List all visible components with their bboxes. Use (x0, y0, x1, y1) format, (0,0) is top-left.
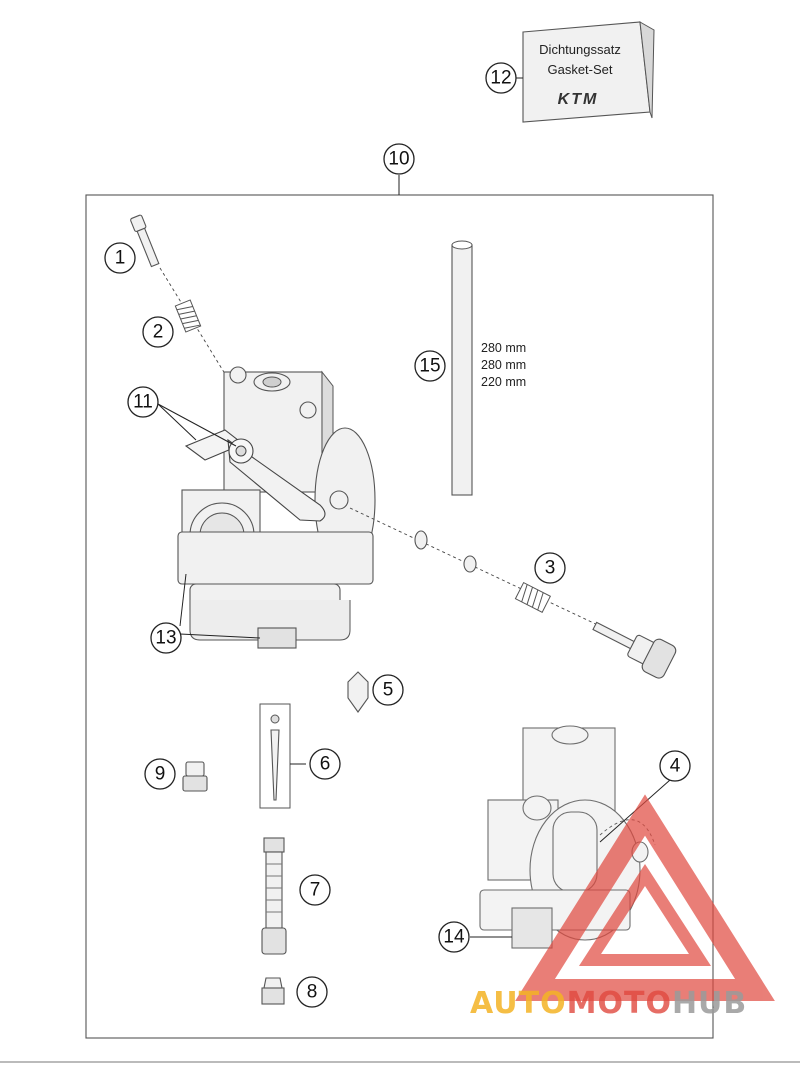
watermark-text: AUTOMOTOHUB (470, 986, 747, 1021)
callout-10: 10 (383, 143, 415, 175)
svg-text:9: 9 (155, 764, 166, 785)
gasket-label-de: Dichtungssatz (539, 42, 621, 57)
svg-text:3: 3 (545, 558, 556, 579)
callout-5: 5 (372, 674, 404, 706)
idle-spring (514, 581, 552, 613)
needle-jet (261, 837, 287, 955)
hose-part (451, 240, 473, 496)
callout-12: 12 (485, 62, 517, 94)
svg-text:13: 13 (155, 628, 176, 649)
callout-9: 9 (144, 758, 176, 790)
throttle-lever (184, 429, 326, 522)
watermark-triangle-icon (515, 794, 775, 1001)
watermark-moto: MOTO (567, 986, 672, 1021)
main-jet (261, 977, 285, 1005)
callout-15: 15 (414, 350, 446, 382)
callout-13: 13 (150, 622, 182, 654)
svg-text:1: 1 (115, 248, 126, 269)
svg-text:10: 10 (388, 149, 409, 170)
svg-text:11: 11 (133, 392, 153, 413)
hose-length-1: 280 mm (481, 341, 526, 355)
idle-adjust-screw (592, 621, 677, 679)
callout-6: 6 (309, 748, 341, 780)
svg-text:14: 14 (443, 927, 465, 948)
spring-part (174, 299, 202, 333)
callout-3: 3 (534, 552, 566, 584)
ktm-logo: KTM (558, 91, 599, 108)
pilot-jet (182, 761, 208, 792)
svg-text:6: 6 (320, 754, 331, 775)
watermark-auto: AUTO (470, 986, 567, 1021)
jet-needle-bag (259, 703, 291, 809)
washer-1 (414, 530, 428, 550)
svg-text:4: 4 (670, 756, 681, 777)
carburetor-detail (479, 725, 656, 949)
svg-text:12: 12 (490, 68, 511, 89)
watermark-hub: HUB (672, 986, 747, 1021)
callout-2: 2 (142, 316, 174, 348)
callout-11: 11 (127, 386, 159, 418)
carburetor-body (177, 366, 376, 649)
hose-length-2: 280 mm (481, 358, 526, 372)
svg-text:15: 15 (419, 356, 440, 377)
callout-8: 8 (296, 976, 328, 1008)
gasket-set-box: Dichtungssatz Gasket-Set KTM (522, 21, 655, 123)
hose-length-3: 220 mm (481, 375, 526, 389)
svg-text:5: 5 (383, 680, 394, 701)
callout-4: 4 (659, 750, 691, 782)
float-needle (347, 671, 369, 713)
svg-text:7: 7 (310, 880, 321, 901)
svg-text:8: 8 (307, 982, 318, 1003)
svg-text:2: 2 (153, 322, 164, 343)
screw-part (130, 214, 160, 268)
callout-1: 1 (104, 242, 136, 274)
callout-7: 7 (299, 874, 331, 906)
gasket-label-en: Gasket-Set (547, 62, 612, 77)
callout-14: 14 (438, 921, 470, 953)
washer-2 (463, 555, 477, 573)
